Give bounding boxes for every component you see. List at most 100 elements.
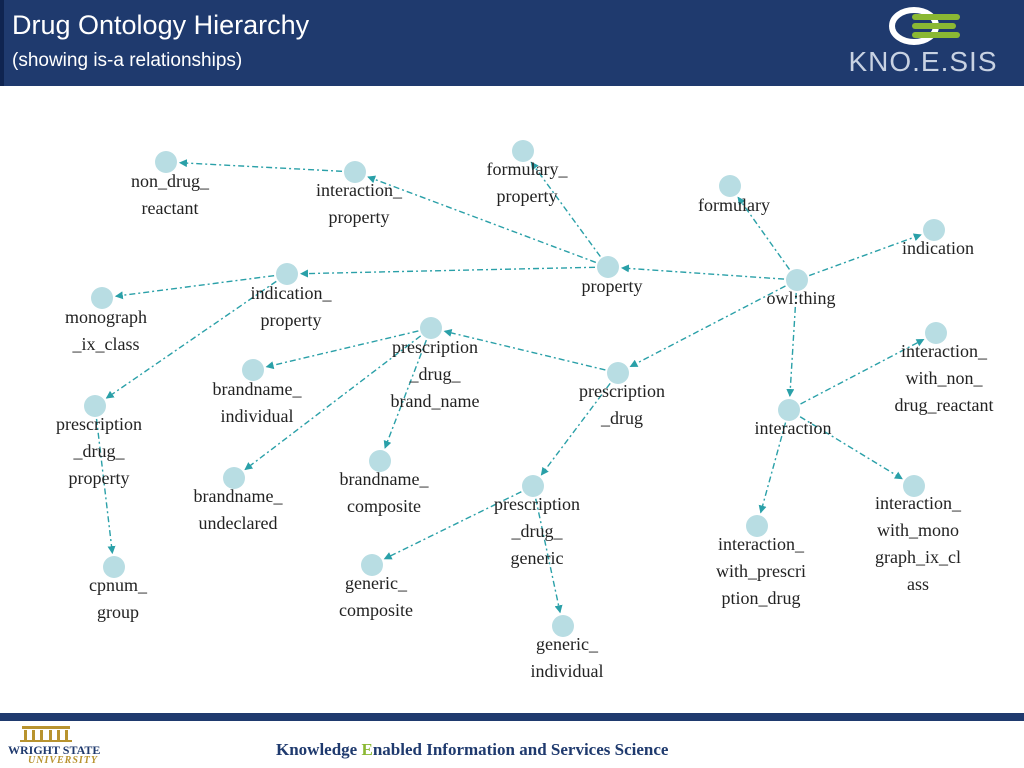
node-circle-prescription_drug_generic [522, 475, 544, 497]
node-property: property [582, 256, 643, 296]
node-label-line: composite [339, 600, 413, 620]
node-label-line: interaction_ [316, 180, 403, 200]
node-label-line: with_prescri [716, 561, 806, 581]
node-label-line: prescription [579, 381, 665, 401]
node-label-line: individual [531, 661, 604, 681]
node-monograph_ix_class: monograph_ix_class [65, 287, 147, 354]
node-circle-formulary_property [512, 140, 534, 162]
node-label-line: formulary [698, 195, 770, 215]
node-label-line: brandname_ [340, 469, 430, 489]
footer: WRIGHT STATE UNIVERSITY Knowledge Enable… [0, 721, 1024, 768]
node-brandname_undeclared: brandname_ undeclared [194, 467, 284, 533]
node-label-property: property [582, 276, 643, 296]
edge-indication_property-to-monograph_ix_class [114, 274, 275, 300]
edge-prescription_drug-to-prescription_drug_generic [540, 382, 611, 476]
node-label-line: ption_drug [722, 588, 801, 608]
knoesis-logo-text: KNO.E.SIS [848, 46, 998, 77]
node-formulary_property: formulary_property [487, 140, 568, 206]
node-label-line: generic_ [536, 634, 599, 654]
node-label-line: ass [907, 574, 929, 594]
node-label-line: indication_ [251, 283, 333, 303]
edge-prescription_drug_generic-to-generic_composite [383, 491, 522, 560]
node-label-interaction: interaction [755, 418, 832, 438]
node-label-line: individual [221, 406, 294, 426]
node-interaction: interaction [755, 399, 832, 438]
edge-prescription_drug_property-to-cpnum_group [95, 418, 116, 555]
node-label-line: composite [347, 496, 421, 516]
node-label-line: with_non_ [905, 368, 983, 388]
node-label-brandname_undeclared: brandname_ undeclared [194, 486, 284, 533]
node-circle-prescription_drug [607, 362, 629, 384]
node-label-generic_composite: generic_composite [339, 573, 413, 620]
node-owl_thing: owl:thing [766, 269, 836, 308]
node-label-prescription_drug: prescription _drug [579, 381, 665, 428]
page-subtitle: (showing is-a relationships) [12, 50, 243, 71]
node-brandname_composite: brandname_ composite [340, 450, 430, 516]
edges-layer [95, 159, 925, 614]
node-circle-generic_individual [552, 615, 574, 637]
node-label-prescription_drug_generic: prescription_drug_generic [494, 494, 580, 568]
node-circle-brandname_undeclared [223, 467, 245, 489]
node-label-line: _drug_ [511, 521, 564, 541]
edge-interaction_property-to-non_drug_reactant [178, 159, 343, 173]
node-label-line: drug_reactant [895, 395, 994, 415]
header-bar: Drug Ontology Hierarchy (showing is-a re… [0, 0, 1024, 86]
node-label-line: _drug [600, 408, 643, 428]
node-prescription_drug_generic: prescription_drug_generic [494, 475, 580, 568]
node-prescription_drug_property: prescription_drug_property [56, 395, 142, 488]
node-label-line: cpnum_ [89, 575, 148, 595]
node-circle-owl_thing [786, 269, 808, 291]
node-label-line: group [97, 602, 139, 622]
edge-property-to-interaction_property [367, 175, 597, 264]
node-label-non_drug_reactant: non_drug_reactant [131, 171, 210, 218]
edge-prescription_drug_brand_name-to-brandname_individual [265, 330, 419, 370]
node-circle-cpnum_group [103, 556, 125, 578]
node-label-monograph_ix_class: monograph_ix_class [65, 307, 147, 354]
node-label-brandname_composite: brandname_ composite [340, 469, 430, 516]
node-generic_composite: generic_composite [339, 554, 413, 620]
node-label-formulary: formulary [698, 195, 770, 215]
node-circle-monograph_ix_class [91, 287, 113, 309]
wright-state-building-icon [20, 726, 72, 742]
wright-state-logo: WRIGHT STATE UNIVERSITY [6, 723, 106, 767]
edge-owl_thing-to-property [620, 264, 785, 280]
node-interaction_property: interaction_property [316, 161, 403, 227]
node-label-line: generic [511, 548, 564, 568]
node-circle-interaction_with_non_drug_reactant [925, 322, 947, 344]
node-prescription_drug_brand_name: prescription_drug_brand_name [391, 317, 479, 411]
node-circle-brandname_individual [242, 359, 264, 381]
node-label-prescription_drug_property: prescription_drug_property [56, 414, 142, 488]
node-label-line: graph_ix_cl [875, 547, 961, 567]
node-label-line: undeclared [199, 513, 278, 533]
page-title: Drug Ontology Hierarchy [12, 10, 310, 40]
node-circle-prescription_drug_property [84, 395, 106, 417]
node-label-line: interaction [755, 418, 832, 438]
node-label-owl_thing: owl:thing [766, 288, 835, 308]
node-circle-property [597, 256, 619, 278]
wright-state-university: UNIVERSITY [28, 755, 99, 766]
node-label-line: brandname_ [194, 486, 284, 506]
node-interaction_with_non_drug_reactant: interaction_ with_non_ drug_reactant [895, 322, 994, 415]
node-label-line: non_drug_ [131, 171, 210, 191]
footer-bar [0, 713, 1024, 721]
node-label-brandname_individual: brandname_individual [213, 379, 303, 426]
node-indication_property: indication_property [251, 263, 333, 330]
footer-tagline-pre: Knowledge [276, 740, 362, 759]
node-circle-indication [923, 219, 945, 241]
footer-tagline: Knowledge Enabled Information and Servic… [276, 740, 668, 760]
node-prescription_drug: prescription _drug [579, 362, 665, 428]
node-label-line: with_mono [877, 520, 959, 540]
node-label-indication: indication [902, 238, 974, 258]
edge-property-to-formulary_property [530, 161, 601, 257]
node-generic_individual: generic_ individual [531, 615, 604, 681]
node-label-line: owl:thing [766, 288, 835, 308]
node-label-line: interaction_ [901, 341, 988, 361]
node-label-line: _ix_class [72, 334, 140, 354]
node-label-line: prescription [56, 414, 142, 434]
